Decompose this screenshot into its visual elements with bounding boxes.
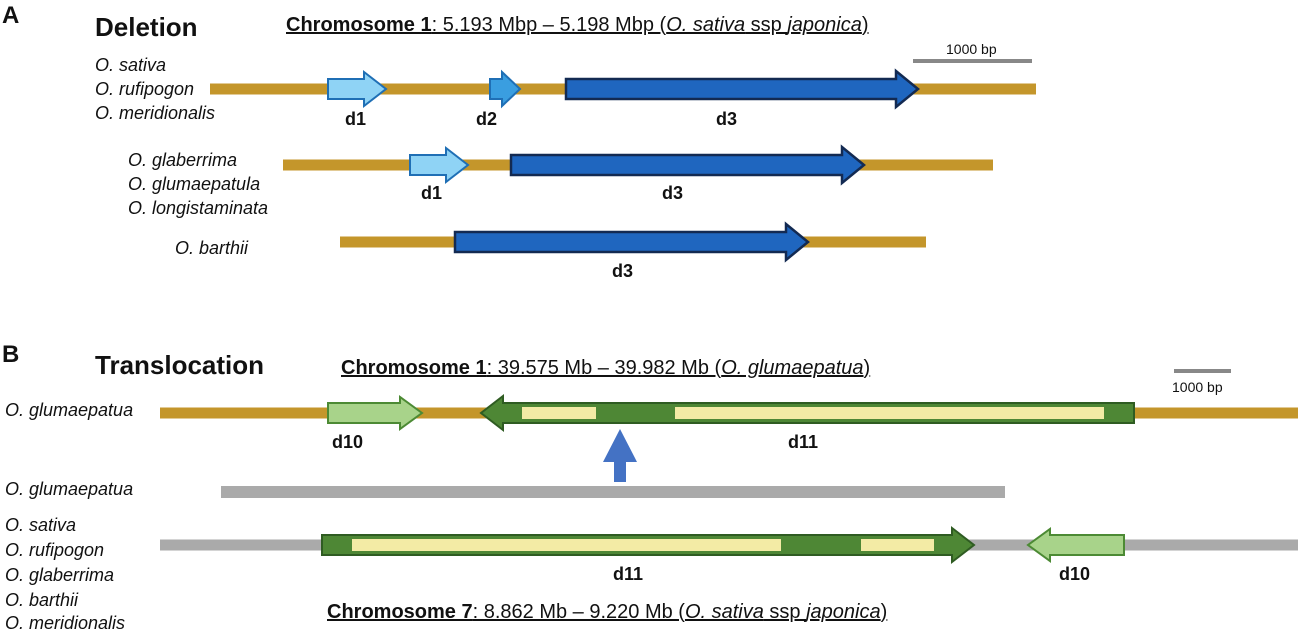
segment-label-d11: d11 <box>613 564 644 584</box>
species-label: O. glaberrima <box>5 565 115 585</box>
scale-bar <box>913 59 1032 63</box>
deletion-title: Deletion <box>95 12 198 42</box>
deletion-arrow-d1 <box>327 69 388 109</box>
chromosome-bar-gray <box>221 486 1005 498</box>
chrom-range: : 5.193 Mbp – 5.198 Mbp ( <box>431 14 667 36</box>
species-label: O. meridionalis <box>5 613 126 633</box>
chrom-species: O. glumaepatua <box>721 357 864 379</box>
d11-inner-segment <box>352 539 781 551</box>
chrom-species: O. sativa <box>666 14 746 36</box>
chromosome-1-title-a: Chromosome 1: 5.193 Mbp – 5.198 Mbp (O. … <box>286 15 869 35</box>
chromosome-7-title: Chromosome 7: 8.862 Mb – 9.220 Mb (O. sa… <box>327 602 887 622</box>
chrom-name: Chromosome 7 <box>327 601 473 623</box>
segment-label-d1: d1 <box>345 109 367 129</box>
species-label: O. barthii <box>5 590 79 610</box>
species-label: O. glaberrima <box>128 150 238 170</box>
segment-label-d10: d10 <box>332 432 364 452</box>
species-label: O. glumaepatula <box>128 174 261 194</box>
chrom-ssp: ssp <box>763 601 807 623</box>
species-label: O. barthii <box>175 238 249 258</box>
species-label: O. glumaepatua <box>5 400 134 420</box>
chromosome-1-title-b: Chromosome 1: 39.575 Mb – 39.982 Mb (O. … <box>341 358 870 378</box>
deletion-arrow-d3 <box>564 68 920 110</box>
deletion-arrow-d3 <box>453 221 810 263</box>
scale-bar <box>1174 369 1231 373</box>
insertion-arrow-icon <box>603 429 637 482</box>
chrom-close: ) <box>880 601 888 623</box>
species-label: O. sativa <box>5 515 77 535</box>
chrom-subspecies: japonica <box>787 14 862 36</box>
deletion-arrow-d1 <box>409 145 470 185</box>
chrom-name: Chromosome 1 <box>341 357 487 379</box>
chrom-close: ) <box>861 14 869 36</box>
chrom-range: : 8.862 Mb – 9.220 Mb ( <box>472 601 685 623</box>
segment-label-d3: d3 <box>612 261 634 281</box>
deletion-arrow-d3 <box>509 144 866 186</box>
scale-label-b: 1000 bp <box>1172 379 1223 395</box>
deletion-arrow-d2 <box>489 69 522 109</box>
species-label: O. rufipogon <box>95 79 195 99</box>
chrom-close: ) <box>863 357 871 379</box>
species-label: O. glumaepatua <box>5 479 134 499</box>
segment-label-d10: d10 <box>1059 564 1091 584</box>
species-label: O. meridionalis <box>95 103 216 123</box>
translocation-arrow-d10 <box>1026 527 1125 563</box>
scale-label-a: 1000 bp <box>946 41 997 57</box>
segment-label-d11: d11 <box>788 432 819 452</box>
chrom-name: Chromosome 1 <box>286 14 432 36</box>
d11-inner-segment <box>522 407 596 419</box>
d11-inner-segment <box>675 407 1104 419</box>
segment-label-d1: d1 <box>421 183 443 203</box>
chrom-subspecies: japonica <box>806 601 881 623</box>
translocation-arrow-d10 <box>327 395 424 431</box>
d11-inner-segment <box>861 539 934 551</box>
panel-letter-b: B <box>2 341 20 368</box>
species-label: O. sativa <box>95 55 167 75</box>
segment-label-d2: d2 <box>476 109 498 129</box>
chrom-ssp: ssp <box>745 14 788 36</box>
panel-letter-a: A <box>2 2 20 29</box>
chrom-species: O. sativa <box>684 601 764 623</box>
segment-label-d3: d3 <box>662 183 684 203</box>
species-label: O. rufipogon <box>5 540 105 560</box>
segment-label-d3: d3 <box>716 109 738 129</box>
chrom-range: : 39.575 Mb – 39.982 Mb ( <box>486 357 722 379</box>
species-label: O. longistaminata <box>128 198 269 218</box>
translocation-title: Translocation <box>95 350 265 380</box>
